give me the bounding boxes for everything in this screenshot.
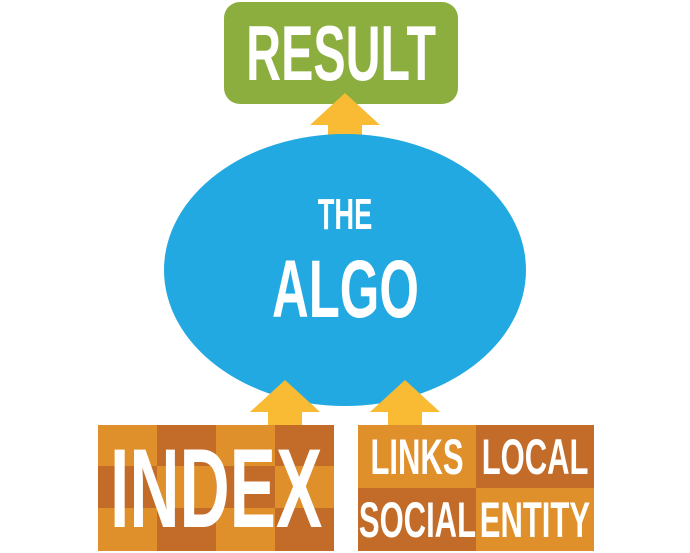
index-tile	[275, 508, 334, 551]
index-tile	[98, 425, 157, 466]
index-tile	[157, 425, 216, 466]
algo-line2: ALGO	[271, 244, 419, 335]
signal-social: SOCIAL	[358, 488, 476, 551]
index-tile	[98, 466, 157, 508]
index-tile	[157, 508, 216, 551]
index-tile	[216, 508, 275, 551]
index-tile	[275, 425, 334, 466]
signals-box: LINKS LOCAL SOCIAL ENTITY	[358, 425, 594, 551]
arrow-to-result	[310, 93, 380, 140]
algo-line1: THE	[317, 190, 373, 239]
result-box	[224, 2, 458, 104]
index-label: INDEX	[109, 425, 323, 551]
index-tile	[216, 425, 275, 466]
index-tile	[275, 466, 334, 508]
index-box: INDEX	[98, 425, 334, 551]
signal-links: LINKS	[358, 425, 476, 488]
index-tile	[157, 466, 216, 508]
arrow-signals-to-algo	[370, 380, 440, 428]
result-label: RESULT	[246, 8, 436, 97]
index-tile	[216, 466, 275, 508]
index-tile	[98, 508, 157, 551]
arrow-index-to-algo	[250, 380, 320, 428]
signal-local: LOCAL	[476, 425, 594, 488]
signal-entity: ENTITY	[476, 488, 594, 551]
algo-ellipse	[164, 134, 526, 406]
